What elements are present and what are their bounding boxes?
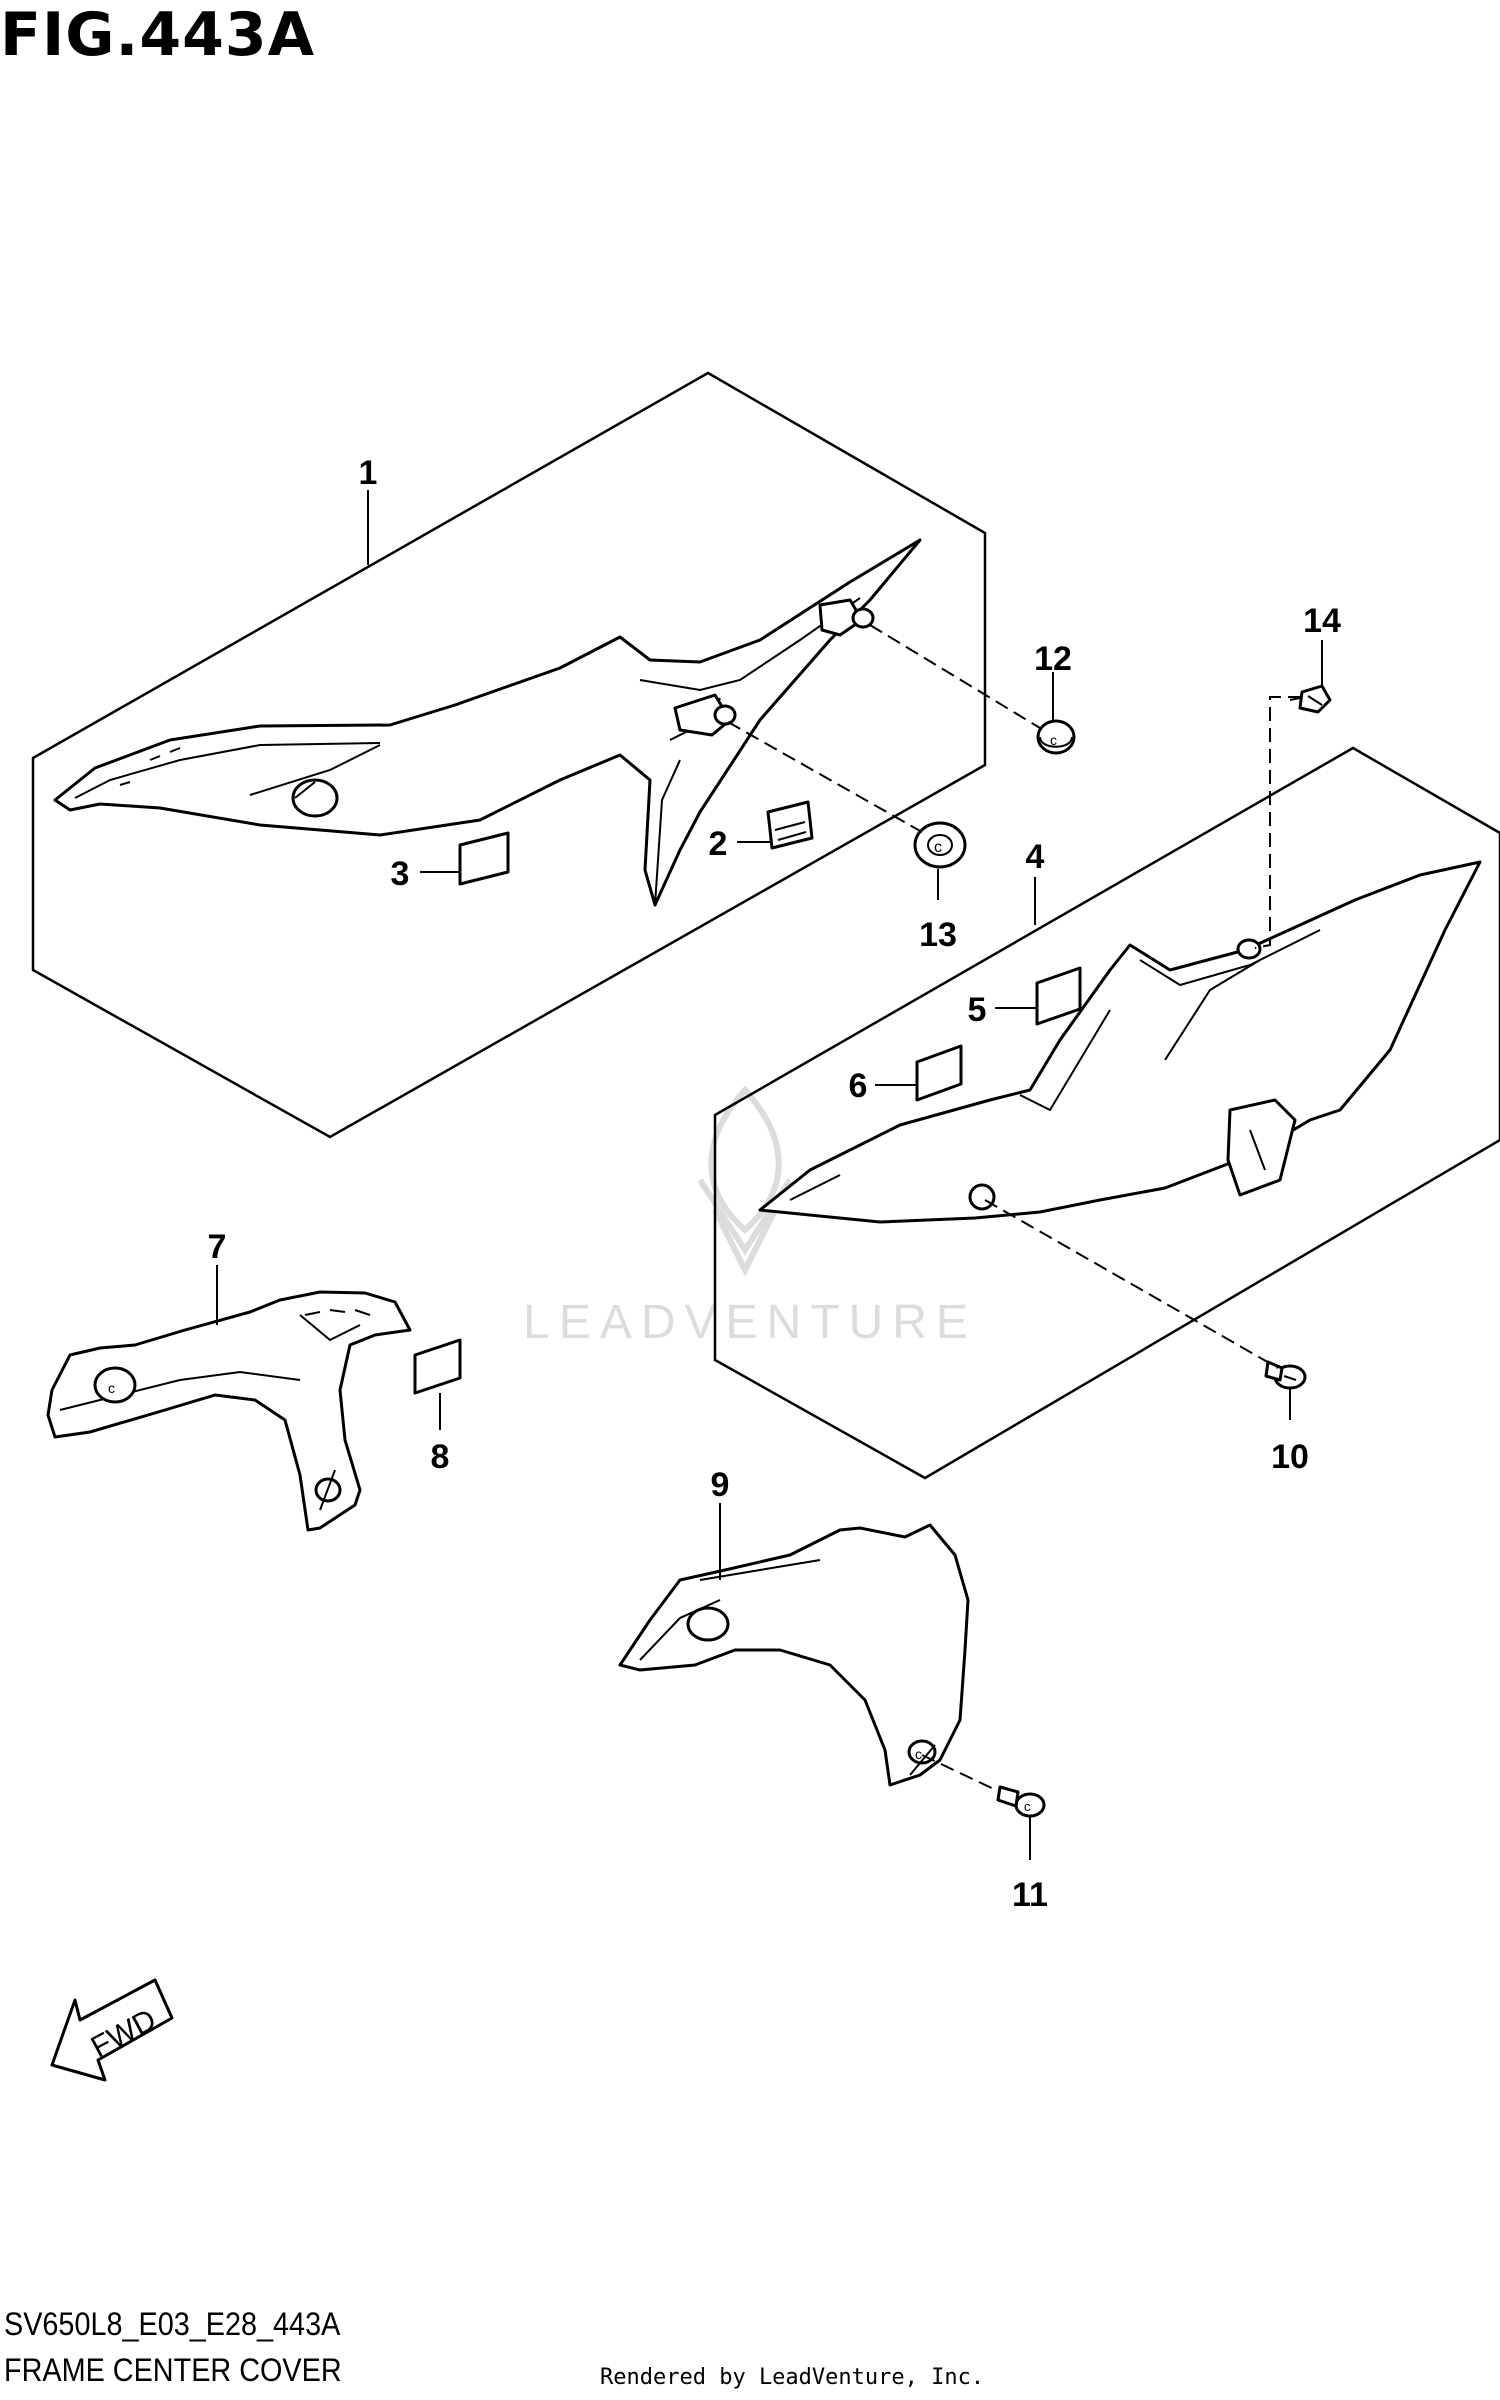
part-9-inner-cover: c	[618, 1523, 970, 1787]
figure-title: FIG.443A	[0, 0, 316, 70]
callout-5: 5	[968, 991, 987, 1029]
callout-12: 12	[1034, 640, 1072, 678]
part-3-pad	[458, 831, 510, 886]
part-13-grommet: c	[913, 821, 967, 869]
part-5-pad	[1035, 966, 1082, 1026]
watermark-text: LEADVENTURE	[523, 1296, 977, 1349]
callout-2: 2	[709, 825, 728, 863]
svg-text:c: c	[1024, 1799, 1031, 1814]
part-12-grommet: c	[1036, 719, 1076, 755]
svg-text:c: c	[108, 1380, 115, 1396]
part-6-pad	[915, 1044, 963, 1102]
fwd-arrow-icon	[50, 1978, 174, 2082]
callout-11: 11	[1012, 1876, 1048, 1914]
assembly-box-1	[31, 371, 987, 1139]
svg-text:c: c	[934, 839, 942, 856]
rendered-by-credit: Rendered by LeadVenture, Inc.	[600, 2365, 985, 2390]
part-4-frame-cover	[758, 860, 1482, 1224]
part-7-inner-cover: c	[46, 1290, 412, 1532]
assembly-box-4	[713, 746, 1500, 1480]
part-14-bolt	[1289, 684, 1332, 714]
part-1-frame-cover	[53, 538, 922, 907]
watermark: LEADVENTURE	[523, 1085, 977, 1349]
svg-text:c: c	[915, 1746, 922, 1762]
callout-6: 6	[849, 1067, 868, 1105]
callout-3: 3	[391, 855, 410, 893]
forward-direction-arrow: FWD	[50, 1978, 174, 2082]
callout-10: 10	[1271, 1438, 1309, 1476]
callout-8: 8	[431, 1438, 450, 1476]
svg-text:c: c	[1050, 732, 1057, 748]
dashed-assembly-lines	[727, 624, 1302, 1793]
callout-7: 7	[208, 1228, 227, 1266]
figure-code: SV650L8_E03_E28_443A	[4, 2306, 341, 2342]
figure-caption: FRAME CENTER COVER	[4, 2352, 342, 2388]
part-11-screw: c	[996, 1785, 1046, 1818]
callout-9: 9	[711, 1466, 730, 1504]
callout-numbers: 1 2 3 4 5 6 7 8 9 10 11 12 13 14	[208, 454, 1341, 1914]
part-2-gasket	[766, 800, 814, 850]
callout-4: 4	[1026, 838, 1045, 876]
leader-lines	[216, 490, 1323, 1860]
callout-1: 1	[359, 454, 378, 492]
part-10-screw	[1264, 1360, 1307, 1390]
watermark-logo-icon	[697, 1085, 793, 1277]
callout-14: 14	[1303, 602, 1341, 640]
part-8-pad	[413, 1338, 462, 1395]
callout-13: 13	[919, 916, 957, 954]
